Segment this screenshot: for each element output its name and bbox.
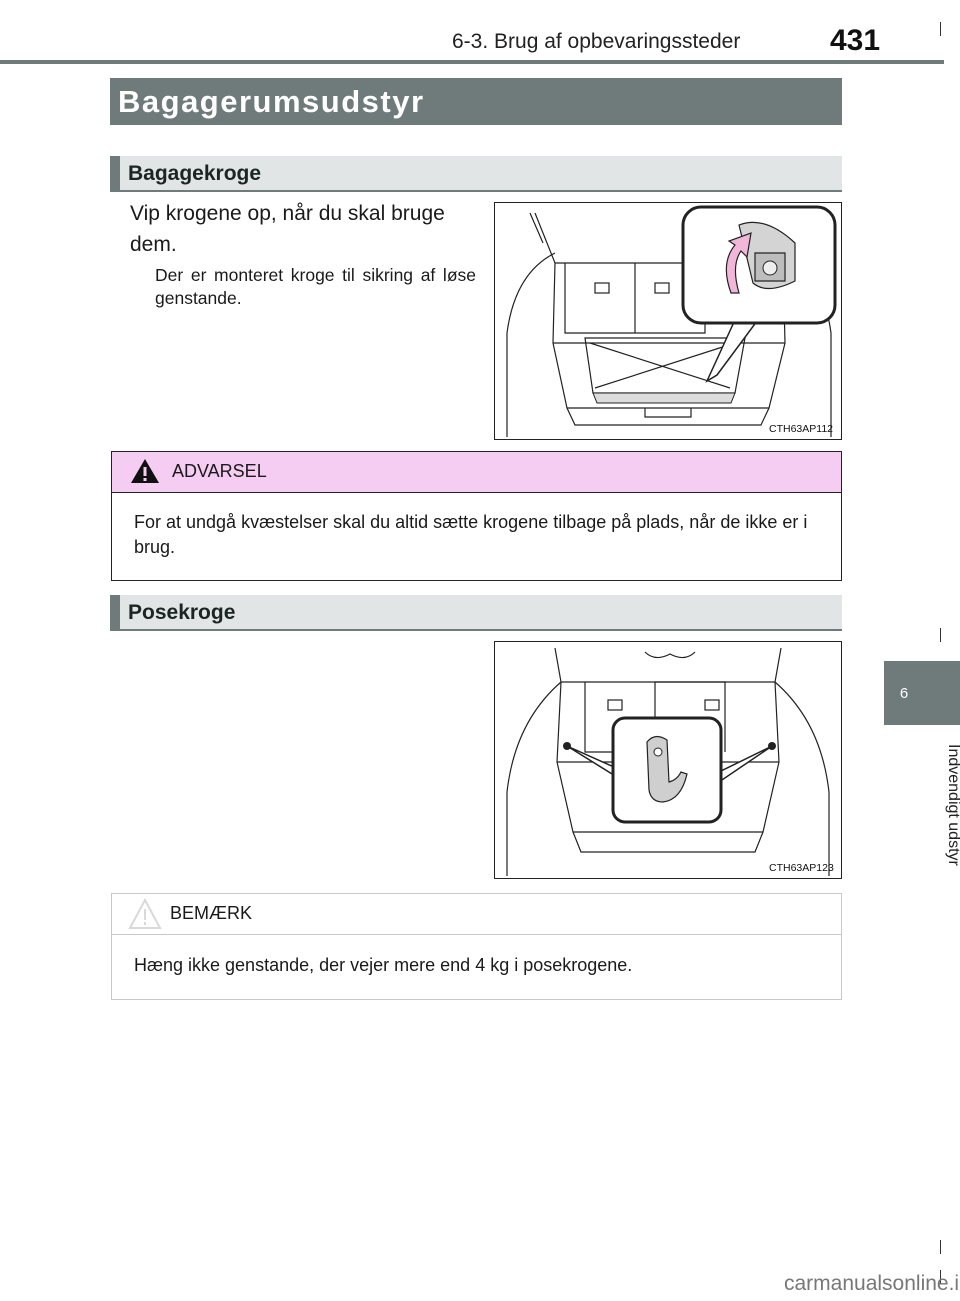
- chapter-title: Indvendigt udstyr: [945, 744, 960, 866]
- instruction-text: Vip krogene op, når du skal bruge dem.: [130, 202, 445, 256]
- warning-header: [112, 452, 841, 493]
- subheading-accent: [110, 595, 120, 631]
- subheading-accent: [110, 156, 120, 192]
- notice-label: BEMÆRK: [170, 903, 253, 923]
- notice-box: [111, 893, 842, 1000]
- page-title: Bagagerumsudstyr: [118, 84, 425, 119]
- subheading-bar-bag-hooks: [110, 156, 842, 192]
- main-title-bar: [110, 78, 842, 125]
- figure-code: CTH63AP123: [769, 862, 834, 874]
- warning-label: ADVARSEL: [172, 461, 267, 481]
- crop-mark: [940, 1270, 941, 1284]
- notice-caution-icon: [128, 898, 162, 929]
- luggage-compartment-illustration: [506, 205, 837, 437]
- subheading-bag-hooks: Bagagekroge: [128, 162, 262, 185]
- figure-shopping-hooks: CTH63AP123: [494, 641, 842, 879]
- crop-mark: [940, 22, 941, 36]
- warning-icon: [131, 459, 159, 483]
- warning-text: For at undgå kvæstelser skal du altid sæ…: [134, 512, 808, 557]
- notice-divider: [112, 934, 841, 935]
- crop-mark: [940, 628, 941, 642]
- shopping-hook-illustration: [506, 647, 830, 876]
- page-number: 431: [830, 24, 881, 57]
- subheading-shopping-hooks: Posekroge: [128, 601, 236, 624]
- chapter-tab: [884, 661, 960, 725]
- figure-code: CTH63AP112: [769, 423, 834, 435]
- crop-mark: [940, 1240, 941, 1254]
- notice-text: Hæng ikke genstande, der vejer mere end …: [134, 955, 633, 975]
- figure-luggage-hooks: CTH63AP112: [494, 202, 842, 440]
- description-text: Der er monteret kroge til sikring af løs…: [155, 265, 476, 308]
- watermark: carmanualsonline.info: [784, 1272, 960, 1295]
- header-rule: [0, 60, 944, 64]
- section-title: 6-3. Brug af opbevaringssteder: [452, 30, 741, 53]
- warning-box: [111, 451, 842, 581]
- chapter-number: 6: [899, 685, 909, 702]
- subheading-bar-shopping-hooks: [110, 595, 842, 631]
